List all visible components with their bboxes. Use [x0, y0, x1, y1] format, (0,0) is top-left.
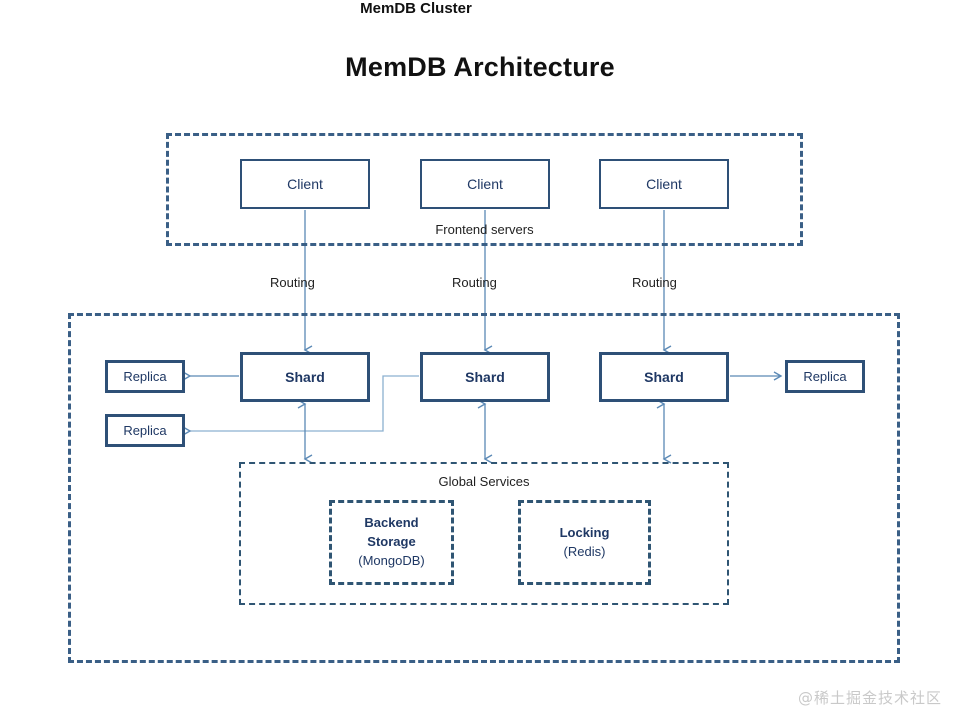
locking-node[interactable]: Locking (Redis): [518, 500, 651, 585]
memdb-cluster-label: MemDB Cluster: [360, 0, 472, 17]
routing-label-0: Routing: [270, 275, 315, 290]
memdb-cluster-group: [68, 313, 900, 663]
frontend-servers-label: Frontend servers: [435, 222, 534, 237]
client-node-0[interactable]: Client: [240, 159, 370, 209]
client-label-1: Client: [467, 176, 503, 192]
frontend-servers-group: [166, 133, 803, 246]
shard-label-1: Shard: [465, 369, 505, 385]
backend-storage-subtitle: (MongoDB): [358, 552, 425, 568]
locking-title: Locking: [559, 524, 610, 540]
backend-storage-title-line2: Storage: [367, 534, 416, 550]
replica-label-2: Replica: [803, 369, 847, 384]
shard-node-2[interactable]: Shard: [599, 352, 729, 402]
replica-label-0: Replica: [123, 369, 167, 384]
page-title: MemDB Architecture: [345, 52, 615, 82]
shard-node-1[interactable]: Shard: [420, 352, 550, 402]
shard-node-0[interactable]: Shard: [240, 352, 370, 402]
client-node-2[interactable]: Client: [599, 159, 729, 209]
shard-label-2: Shard: [644, 369, 684, 385]
backend-storage-node[interactable]: Backend Storage (MongoDB): [329, 500, 454, 585]
replica-node-1[interactable]: Replica: [105, 414, 185, 447]
watermark: @稀土掘金技术社区: [797, 689, 942, 707]
global-services-label: Global Services: [438, 474, 530, 489]
backend-storage-title-line1: Backend: [364, 515, 419, 531]
locking-subtitle: (Redis): [563, 543, 606, 559]
routing-label-2: Routing: [632, 275, 677, 290]
replica-node-2[interactable]: Replica: [785, 360, 865, 393]
client-label-2: Client: [646, 176, 682, 192]
shard-label-0: Shard: [285, 369, 325, 385]
client-node-1[interactable]: Client: [420, 159, 550, 209]
replica-node-0[interactable]: Replica: [105, 360, 185, 393]
replica-label-1: Replica: [123, 423, 167, 438]
client-label-0: Client: [287, 176, 323, 192]
global-services-group: [239, 462, 729, 605]
routing-label-1: Routing: [452, 275, 497, 290]
connector-shard1-replica1: [182, 375, 419, 436]
